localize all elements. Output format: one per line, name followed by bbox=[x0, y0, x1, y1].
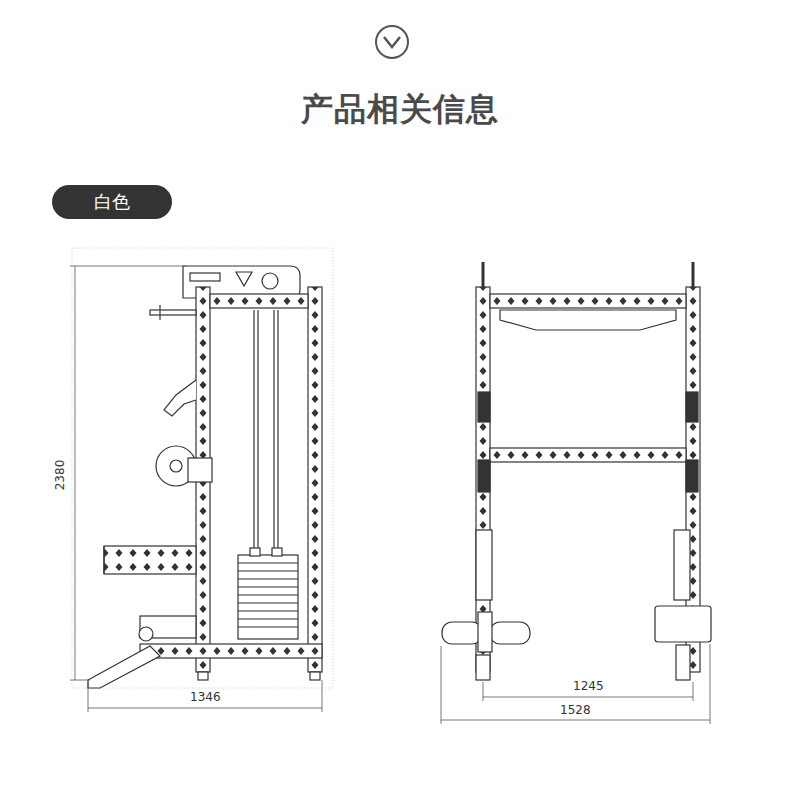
leg-sleeve bbox=[674, 530, 690, 600]
foot bbox=[310, 672, 320, 680]
dimension-lines bbox=[70, 266, 322, 712]
guide-rod bbox=[257, 310, 258, 552]
guide-rod bbox=[277, 310, 278, 552]
foot bbox=[676, 645, 690, 680]
plate-holder bbox=[478, 460, 490, 492]
dip-edge bbox=[103, 546, 104, 574]
middle-crossbar bbox=[490, 448, 686, 462]
weight-plates bbox=[238, 563, 298, 627]
side-view bbox=[88, 266, 322, 688]
roller-holder bbox=[478, 612, 492, 652]
stack-top bbox=[250, 548, 260, 556]
bounding-frame bbox=[72, 248, 333, 688]
dimension-label: 1528 bbox=[558, 703, 593, 717]
tag-text: 白色 bbox=[94, 191, 130, 213]
stack-top bbox=[272, 548, 282, 556]
foot bbox=[198, 672, 208, 680]
logo-text-box bbox=[190, 273, 220, 281]
spotter-arm bbox=[150, 310, 196, 315]
dimension-label: 1245 bbox=[571, 679, 606, 693]
page-title: 产品相关信息 bbox=[301, 88, 499, 132]
plate-hub bbox=[170, 460, 182, 472]
chevron-icon bbox=[376, 26, 408, 58]
leg-roller bbox=[139, 627, 153, 641]
j-hook bbox=[686, 392, 698, 422]
foot-pad bbox=[655, 606, 711, 642]
color-tag: 白色 bbox=[52, 185, 172, 219]
rear-post bbox=[308, 287, 322, 672]
dimension-label: 1346 bbox=[188, 690, 223, 704]
dip-bar bbox=[104, 546, 196, 574]
roller-pad bbox=[442, 622, 482, 644]
guide-rod bbox=[273, 310, 274, 552]
foot bbox=[476, 655, 490, 680]
top-crossbar bbox=[490, 294, 686, 308]
logo-mark bbox=[262, 273, 278, 289]
j-hook bbox=[164, 380, 196, 416]
base-bar bbox=[140, 644, 322, 658]
guide-rod bbox=[253, 310, 254, 552]
plate-holder bbox=[686, 460, 698, 492]
roller-pad bbox=[490, 622, 530, 644]
weight-stack bbox=[238, 555, 298, 639]
diagonal-leg bbox=[88, 646, 160, 688]
j-hook bbox=[478, 392, 490, 422]
dimension-label: 2380 bbox=[53, 458, 67, 493]
pullup-plate bbox=[500, 310, 676, 330]
logo-triangle bbox=[236, 272, 252, 286]
leg-sleeve bbox=[476, 530, 492, 600]
spotter-stop bbox=[159, 305, 160, 320]
top-bar bbox=[210, 294, 308, 308]
dimension-lines bbox=[441, 644, 710, 724]
front-view bbox=[442, 262, 711, 680]
plate-holder bbox=[188, 458, 212, 482]
